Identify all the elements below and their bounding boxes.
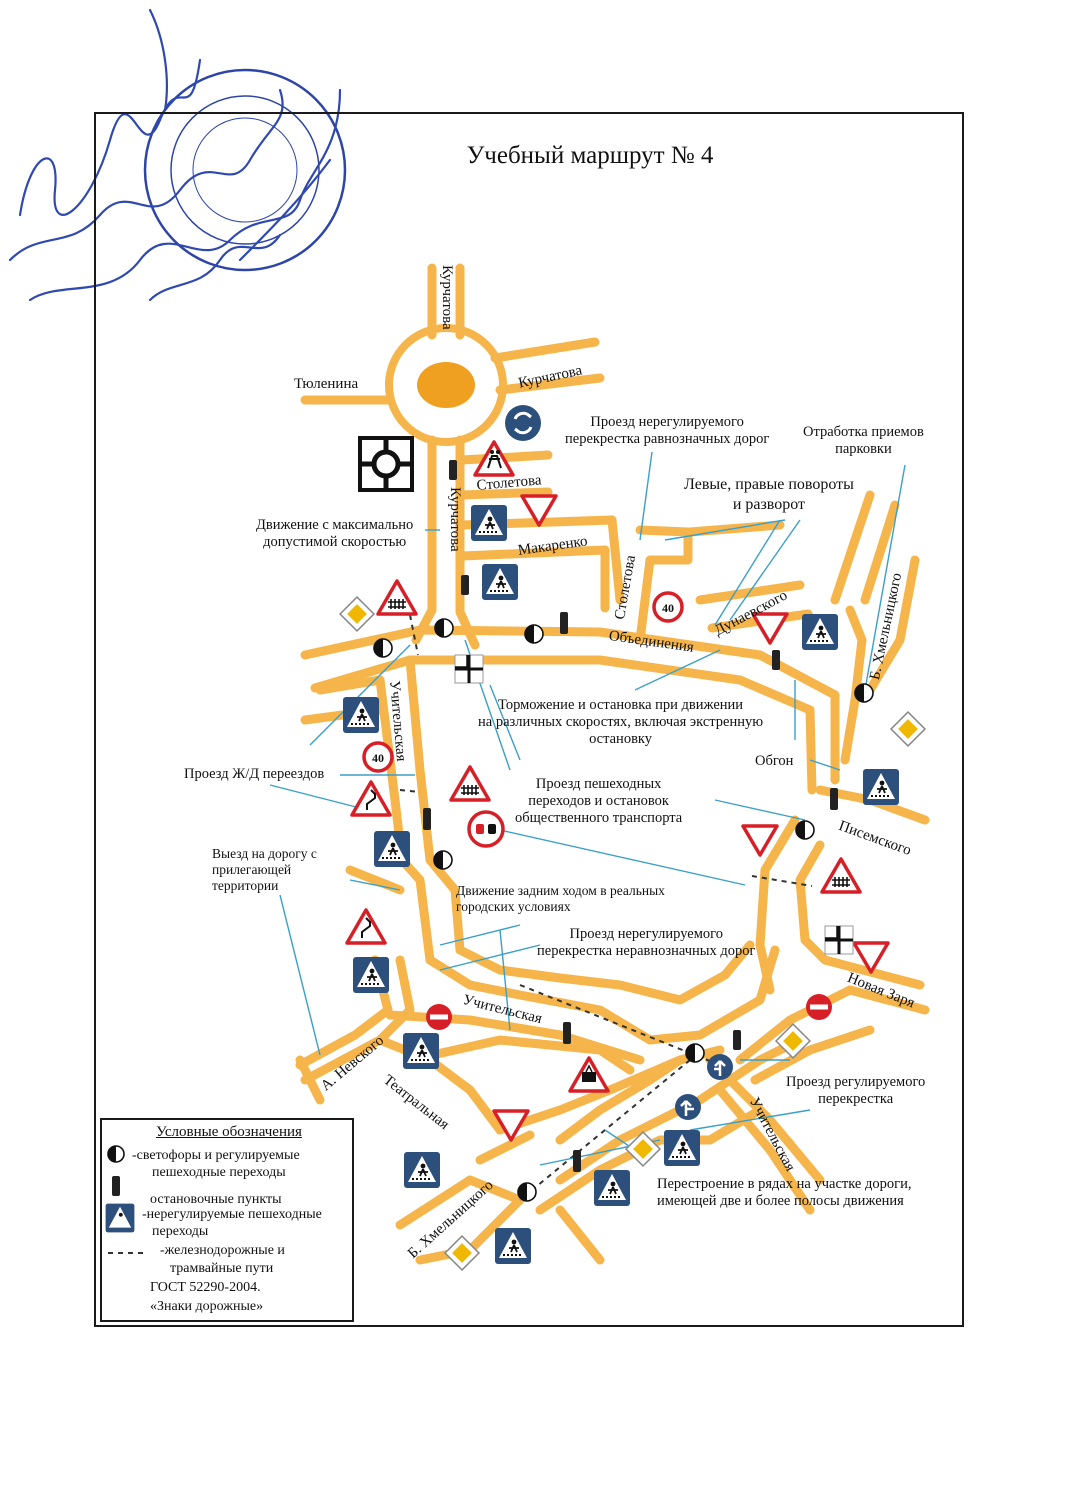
annotation-regulated: Проезд регулируемого перекрестка [786,1074,926,1107]
annotation-pedestrian: Проезд пешеходных переходов и остановок … [515,776,683,826]
annotation-parking: Отработка приемов парковки [803,424,924,457]
railway-crossing-icon [820,857,862,894]
annotation-max-speed: Движение с максимально допустимой скорос… [256,517,414,550]
pedestrian-crossing-icon [373,830,411,868]
pedestrian-crossing-icon [481,563,519,601]
legend-traffic-lights: -светофоры и регулируемые [132,1148,300,1163]
street-label: Курчатова [439,265,455,330]
dangerous-curve-icon [345,908,387,945]
bus-stop-icon [560,612,568,634]
speed-limit-value: 40 [372,751,384,765]
map-frame [94,112,964,1327]
legend-stops: остановочные пункты [150,1192,282,1207]
dangerous-curve-icon [350,780,392,817]
lane-direction-icon [707,1054,733,1080]
intersection-icon [824,925,854,955]
roundabout-icon [358,436,414,492]
annotation-unregulated-unequal: Проезд нерегулируемого перекрестка нерав… [537,926,756,959]
bus-stops [423,460,838,1172]
bus-stop-icon [449,460,457,480]
annotation-reverse: Движение задним ходом в реальных городск… [456,883,665,914]
pedestrian-crossing-icon [403,1151,441,1189]
annotation-unregulated-equal: Проезд нерегулируемого перекрестка равно… [565,414,770,447]
traffic-lights [373,618,874,1202]
speed-limit-value: 40 [662,601,674,615]
legend-traffic-lights-2: пешеходные переходы [152,1165,286,1180]
pedestrian-crossing-icon [352,956,390,994]
priority-road-icon [890,711,926,747]
warning-signs [345,440,862,1093]
bus-stop-icon [112,1176,120,1196]
bus-stop-icon [461,575,469,595]
legend-crossings: -нерегулируемые пешеходные [142,1207,322,1222]
legend: Условные обозначения -светофоры и регули… [100,1118,354,1322]
railway-crossing-icon [376,579,418,616]
annotation-overtaking: Обгон [755,753,794,769]
speed-limit-signs: 40 40 [362,591,684,773]
annotation-railway: Проезд Ж/Д переездов [184,766,325,782]
lane-direction-icon [675,1094,701,1120]
pedestrian-crossing-icon [801,613,839,651]
priority-road-icon [339,596,375,632]
pedestrian-crossing-icon [663,1129,701,1167]
pedestrian-crossing-icon [470,504,508,542]
bus-stop-icon [733,1030,741,1050]
bus-stop-icon [772,650,780,670]
bus-stop-icon [563,1022,571,1044]
pedestrian-crossing-icon [494,1227,532,1265]
traffic-light-icon [107,1145,125,1163]
street-label: Тюленина [294,376,359,392]
intersection-icon [454,654,484,684]
no-entry-icon [426,1004,452,1030]
street-label: Курчатова [447,487,463,552]
no-overtaking-icon [467,810,505,848]
children-icon [473,440,515,477]
annotation-turns: Левые, правые повороты и разворот [684,476,854,513]
pedestrian-crossing-icon [862,768,900,806]
no-entry-icon [806,994,832,1020]
tram-icon [568,1056,610,1093]
bus-stop-icon [830,788,838,810]
legend-railways: -железнодорожные и [160,1243,285,1258]
annotation-braking: Торможение и остановка при движении на р… [478,697,764,747]
pedestrian-crossing-icon [105,1203,135,1233]
page-title: Учебный маршрут № 4 [466,142,714,169]
pedestrian-crossing-icon [342,696,380,734]
annotation-exit-road: Выезд на дорогу с прилегающей территории [212,846,317,893]
legend-title: Условные обозначения [156,1124,302,1140]
speed-limit-icon: 40 [362,741,394,773]
roundabout-icon [505,405,541,441]
legend-railways-2: трамвайные пути [170,1261,274,1276]
legend-signs: «Знаки дорожные» [150,1299,264,1314]
legend-gost: ГОСТ 52290-2004. [150,1280,261,1295]
roads [295,263,930,1265]
pedestrian-crossing-icon [402,1032,440,1070]
bus-stop-icon [573,1150,581,1172]
pedestrian-crossing-icon [593,1169,631,1207]
railway-crossing-icon [449,765,491,802]
legend-crossings-2: переходы [152,1224,209,1239]
approval-stamp [8,8,347,302]
annotation-lanes: Перестроение в рядах на участке дороги, … [657,1176,912,1209]
bus-stop-icon [423,808,431,830]
no-overtaking-sign [467,810,505,848]
roundabout-center [417,362,475,408]
callout-lines [269,451,906,1166]
legend-symbols [105,1145,146,1254]
speed-limit-icon: 40 [652,591,684,623]
